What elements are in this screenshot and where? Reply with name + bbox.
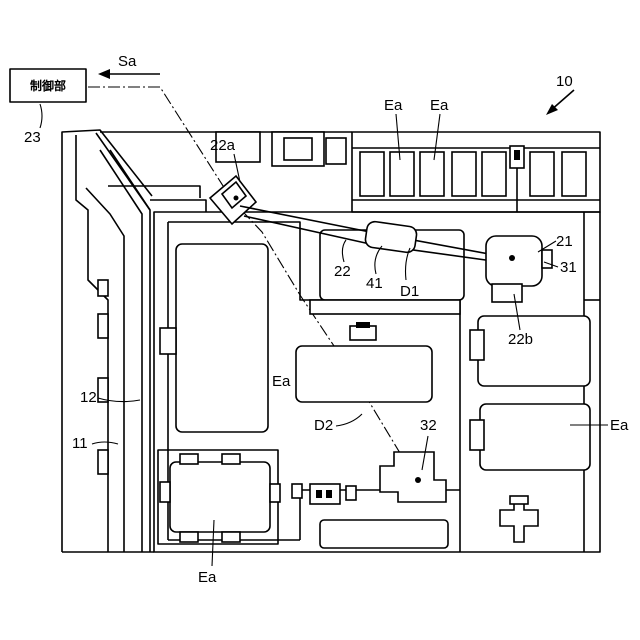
module-left-center bbox=[160, 244, 268, 432]
ref-11: 11 bbox=[72, 435, 88, 452]
controller-block: 制御部 bbox=[10, 69, 86, 102]
ref-12: 12 bbox=[80, 389, 97, 406]
module-lower-left bbox=[158, 450, 280, 544]
module-right-bottom bbox=[470, 404, 590, 470]
leader-D2 bbox=[336, 414, 362, 426]
ref-ea-top-2: Ea bbox=[430, 97, 449, 114]
signal-arrow: Sa bbox=[98, 53, 160, 79]
ref-D1: D1 bbox=[400, 283, 419, 300]
body-outline bbox=[62, 130, 154, 552]
controller-label: 制御部 bbox=[30, 78, 66, 93]
ref-31: 31 bbox=[560, 259, 577, 276]
ref-22b: 22b bbox=[508, 331, 533, 348]
module-right-top bbox=[470, 316, 590, 386]
ref-41: 41 bbox=[366, 275, 383, 292]
signal-label: Sa bbox=[118, 53, 137, 70]
ref-21: 21 bbox=[556, 233, 573, 250]
ref-ea-mid: Ea bbox=[272, 373, 291, 390]
ref-10: 10 bbox=[556, 73, 573, 90]
ref-23: 23 bbox=[24, 129, 41, 146]
module-center bbox=[296, 322, 432, 402]
battery-row-top bbox=[352, 132, 600, 212]
ref-ea-top-1: Ea bbox=[384, 97, 403, 114]
ref-D2: D2 bbox=[314, 417, 333, 434]
ref-22a: 22a bbox=[210, 137, 236, 154]
arrow-10 bbox=[546, 90, 574, 115]
sensor-21 bbox=[486, 236, 552, 302]
ref-22: 22 bbox=[334, 263, 351, 280]
ref-32: 32 bbox=[420, 417, 437, 434]
sensor-32 bbox=[380, 452, 446, 502]
ref-ea-bottom: Ea bbox=[198, 569, 217, 586]
leader-23 bbox=[40, 104, 42, 128]
ref-ea-right: Ea bbox=[610, 417, 629, 434]
leader-11 bbox=[92, 442, 118, 444]
